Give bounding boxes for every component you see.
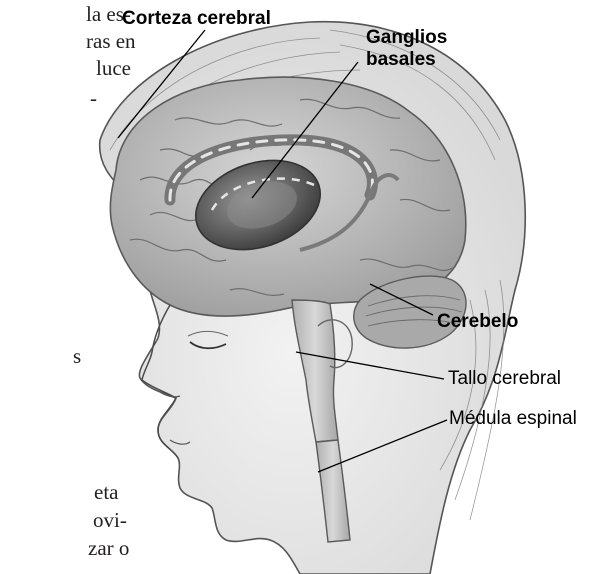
label-ganglios: Ganglios xyxy=(366,27,447,49)
label-corteza-cerebral: Corteza cerebral xyxy=(122,8,271,30)
label-basales: basales xyxy=(366,49,436,71)
label-cerebelo: Cerebelo xyxy=(437,311,518,333)
label-tallo-cerebral: Tallo cerebral xyxy=(448,368,561,390)
label-medula-espinal: Médula espinal xyxy=(449,408,577,430)
